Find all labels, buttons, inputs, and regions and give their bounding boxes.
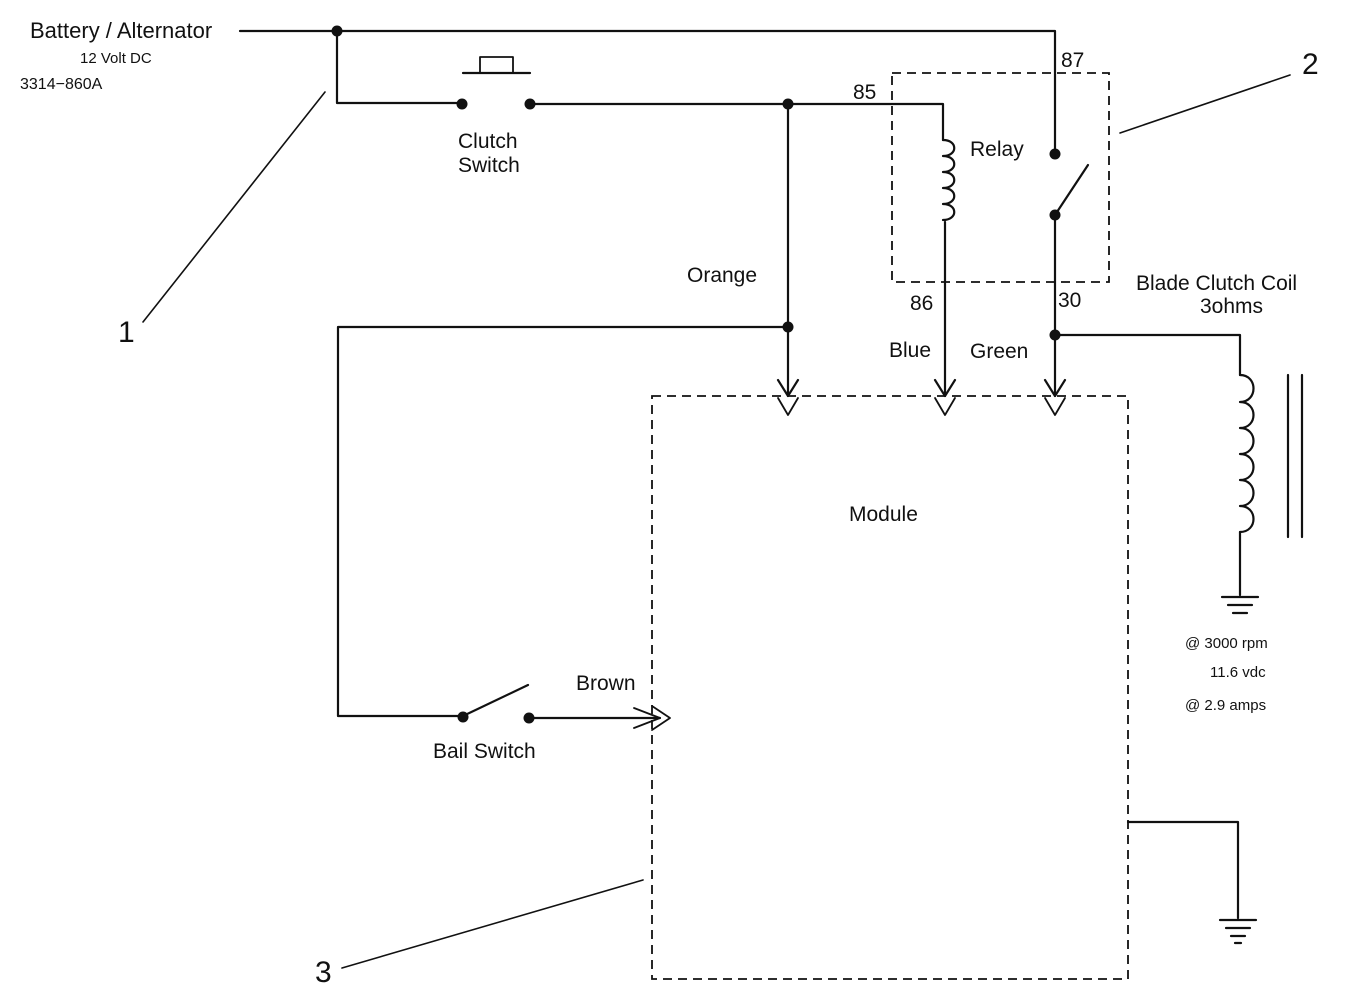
orange-junction-dot bbox=[782, 98, 794, 110]
green-input-arrow bbox=[1044, 397, 1066, 416]
orange-input-arrow bbox=[777, 397, 799, 416]
clutch-switch bbox=[461, 56, 532, 75]
clutch-switch-label-2: Switch bbox=[458, 154, 520, 177]
callout-1-leader bbox=[142, 91, 326, 323]
part-number: 3314−860A bbox=[20, 76, 103, 93]
module-ground-symbol bbox=[1218, 918, 1258, 945]
clutch-switch-label-1: Clutch bbox=[458, 130, 518, 153]
relay-box bbox=[891, 72, 1110, 283]
blue-input-arrow bbox=[934, 397, 956, 416]
clutch-to-relay-wire bbox=[528, 102, 945, 142]
spec-rpm: @ 3000 rpm bbox=[1185, 635, 1268, 652]
pin-87-label: 87 bbox=[1061, 49, 1084, 72]
module-ground-wire bbox=[1126, 820, 1240, 920]
pin-86-label: 86 bbox=[910, 292, 933, 315]
module-box bbox=[651, 395, 1129, 980]
battery-feed-wire bbox=[238, 29, 1057, 152]
bail-switch-terminal-in bbox=[457, 711, 469, 723]
clutch-switch-terminal-in bbox=[456, 98, 468, 110]
clutch-switch-terminal-out bbox=[524, 98, 536, 110]
battery-label: Battery / Alternator bbox=[30, 18, 212, 43]
spec-vdc: 11.6 vdc bbox=[1210, 664, 1266, 681]
blade-clutch-coil bbox=[1238, 373, 1255, 534]
green-arrowhead bbox=[1043, 378, 1067, 398]
bail-switch-label: Bail Switch bbox=[433, 740, 536, 763]
blue-arrowhead bbox=[933, 378, 957, 398]
coil-label-2: 3ohms bbox=[1200, 295, 1263, 318]
blue-wire-label: Blue bbox=[889, 339, 931, 362]
battery-junction-dot bbox=[331, 25, 343, 37]
bail-switch-lever bbox=[461, 683, 530, 718]
pin-30-label: 30 bbox=[1058, 289, 1081, 312]
brown-input-arrow bbox=[633, 705, 671, 731]
callout-2: 2 bbox=[1302, 48, 1319, 81]
bail-switch-loop-wire bbox=[336, 325, 790, 718]
relay-label: Relay bbox=[970, 138, 1024, 161]
callout-2-leader bbox=[1119, 74, 1291, 134]
callout-3: 3 bbox=[315, 956, 332, 989]
relay-coil bbox=[941, 138, 956, 222]
coil-label-1: Blade Clutch Coil bbox=[1136, 272, 1297, 295]
relay-contact-arm bbox=[1053, 163, 1090, 217]
spec-amps: @ 2.9 amps bbox=[1185, 697, 1266, 714]
pin-85-label: 85 bbox=[853, 81, 876, 104]
bail-switch-terminal-out bbox=[523, 712, 535, 724]
module-label: Module bbox=[849, 503, 918, 526]
brown-wire-label: Brown bbox=[576, 672, 636, 695]
orange-arrowhead bbox=[776, 378, 800, 398]
coil-ground-symbol bbox=[1220, 595, 1260, 615]
voltage-label: 12 Volt DC bbox=[80, 50, 152, 67]
orange-branch-dot bbox=[782, 321, 794, 333]
callout-1: 1 bbox=[118, 316, 135, 349]
green-junction-dot bbox=[1049, 329, 1061, 341]
relay-30-terminal bbox=[1049, 209, 1061, 221]
relay-87-terminal bbox=[1049, 148, 1061, 160]
clutch-switch-feed-wire bbox=[335, 29, 464, 105]
coil-feed-wire bbox=[1053, 333, 1242, 377]
callout-3-leader bbox=[341, 879, 644, 969]
orange-wire-label: Orange bbox=[687, 264, 757, 287]
green-wire-label: Green bbox=[970, 340, 1028, 363]
